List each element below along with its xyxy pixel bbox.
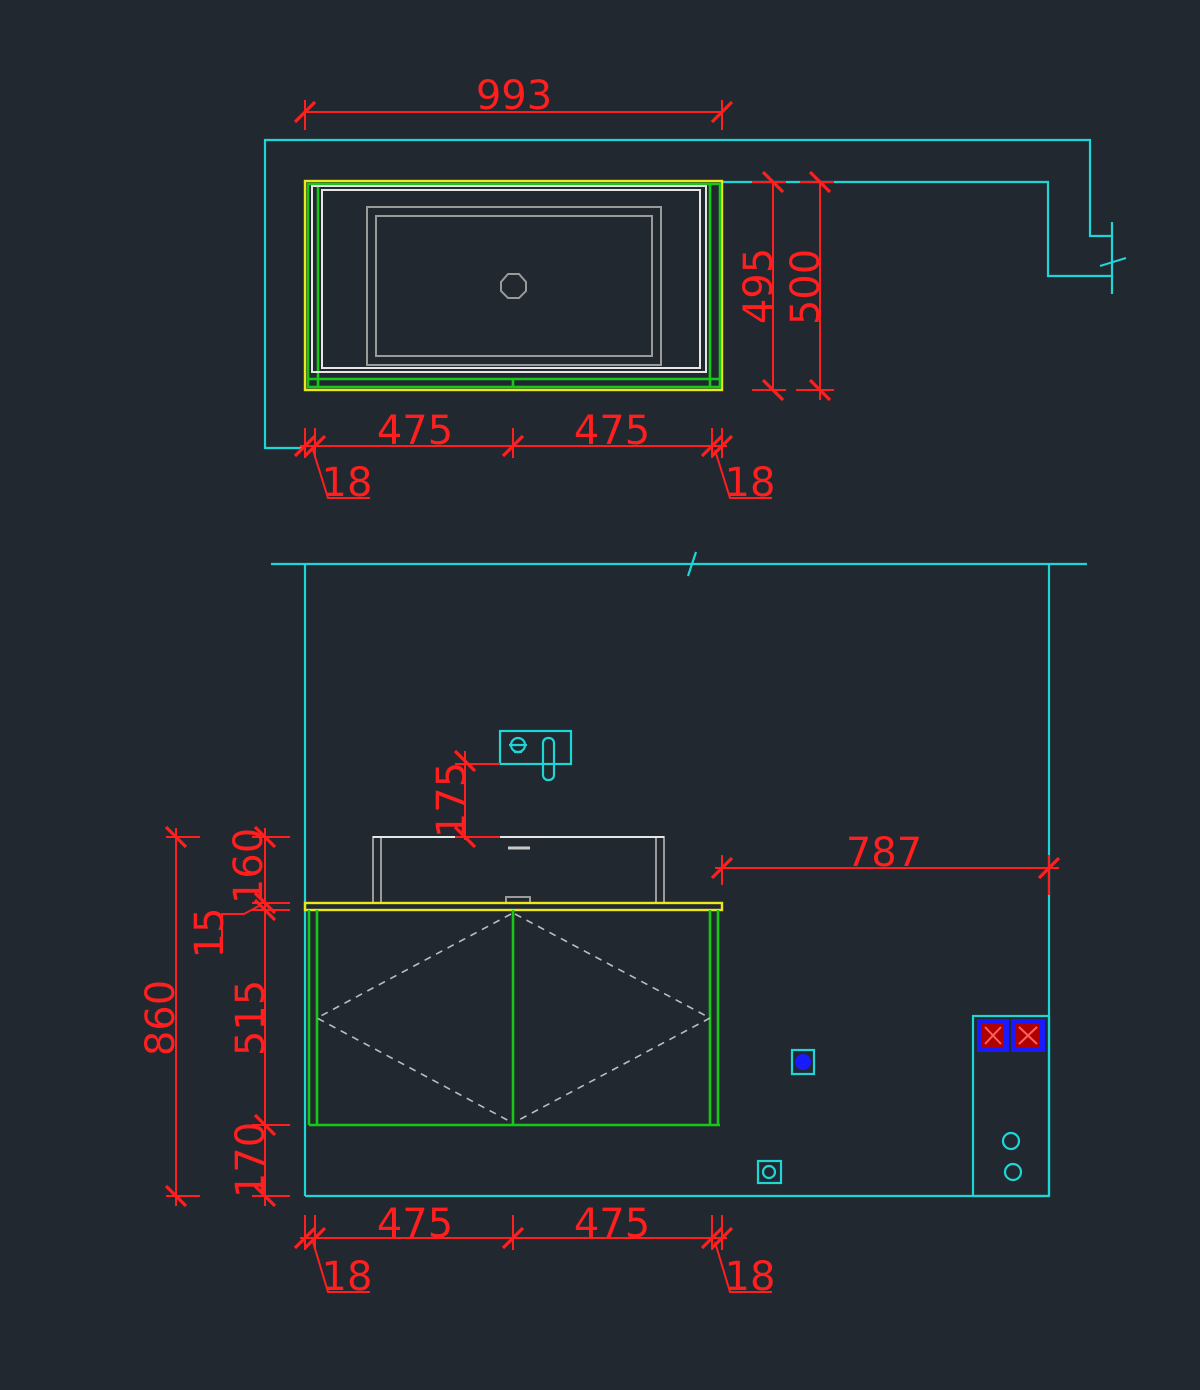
dim-elev-bay-right-label: 475 (574, 1201, 650, 1247)
dim-top-thickness-label: 15 (187, 908, 233, 959)
dim-plan-bay-left-label: 475 (377, 408, 453, 454)
dim-plinth-height-label: 170 (228, 1122, 274, 1198)
plan-countertop (303, 179, 724, 392)
dim-plan-bays: 475 475 18 18 (293, 408, 776, 506)
elevation-break-tick (686, 551, 698, 577)
dim-depth-inner: 495 (736, 170, 786, 402)
dim-total-height: 860 (138, 825, 200, 1208)
plan-top-inner (321, 189, 701, 369)
dim-overall-width-label: 993 (476, 73, 552, 119)
valve-icon (1001, 1131, 1021, 1151)
dim-side-clearance-label: 787 (846, 830, 922, 876)
dim-cabinet-height-label: 515 (228, 980, 274, 1056)
dim-plan-bay-right-label: 475 (574, 408, 650, 454)
plan-wall-break-tick (1099, 256, 1127, 268)
dim-elev-bay-left-label: 475 (377, 1201, 453, 1247)
dim-faucet-height: 175 (429, 749, 500, 849)
dim-height-chain: 160 15 515 170 (187, 825, 290, 1208)
dim-depth-outer: 500 (783, 170, 834, 402)
dim-elevation-bays: 475 475 18 18 (293, 1201, 776, 1300)
dim-elev-panel-left-label: 18 (322, 1254, 373, 1300)
water-inlet-icon (790, 1048, 816, 1076)
valve-icon (1003, 1162, 1023, 1182)
plan-wall-inner (722, 180, 1112, 278)
dim-side-clearance: 787 (710, 830, 1061, 895)
faucet-icon (498, 729, 573, 782)
socket-panel (971, 1014, 1051, 1198)
plan-basin-outer (366, 206, 662, 366)
dim-depth-outer-label: 500 (783, 249, 829, 325)
drain-icon (500, 273, 527, 299)
plan-basin-inner (375, 215, 653, 357)
dim-elev-panel-right-label: 18 (725, 1254, 776, 1300)
dim-faucet-height-label: 175 (429, 762, 475, 838)
door-swing-right (514, 913, 712, 1123)
dim-plan-panel-right-label: 18 (725, 460, 776, 506)
plan-view: 993 495 500 (263, 73, 1127, 506)
cabinet-elevation (307, 910, 720, 1127)
dim-overall-width: 993 (293, 73, 734, 130)
door-swing-left (315, 913, 512, 1123)
plan-wall-outline (263, 138, 1112, 450)
floor-drain-icon (756, 1159, 783, 1185)
dim-plan-panel-left-label: 18 (322, 460, 373, 506)
plan-top-outer (311, 185, 707, 373)
dim-total-height-label: 860 (138, 980, 184, 1056)
dim-depth-inner-label: 495 (736, 248, 782, 324)
dim-basin-height-label: 160 (226, 828, 272, 904)
elevation-view: 175 787 860 (138, 551, 1087, 1300)
